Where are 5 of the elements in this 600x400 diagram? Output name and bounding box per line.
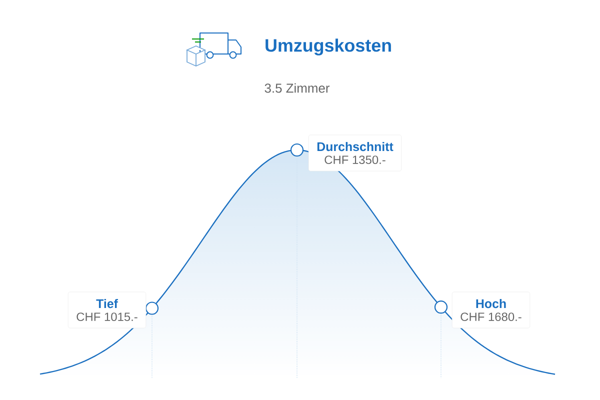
title: Umzugskosten <box>266 38 391 56</box>
value-card: Hoch CHF 1680.- <box>452 292 530 328</box>
value-card: Tief CHF 1015.- <box>68 292 146 328</box>
subtitle: 3.5 Zimmer <box>264 83 330 93</box>
value-card: Durchschnitt CHF 1350.- <box>308 134 402 172</box>
